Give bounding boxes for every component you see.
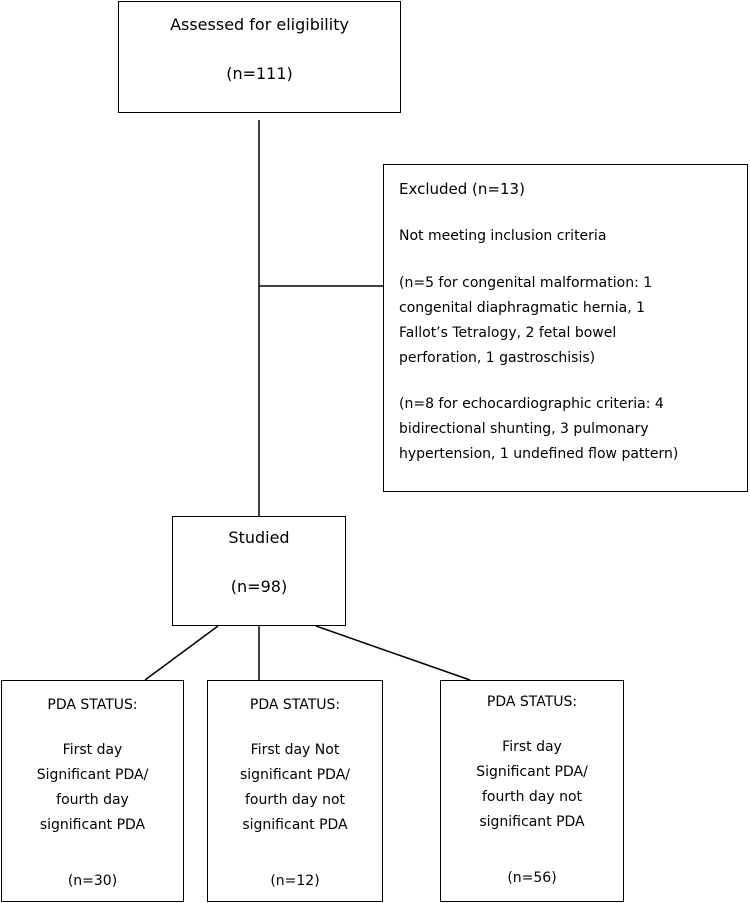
excluded-malformation-line: Fallot’s Tetralogy, 2 fetal bowel	[399, 325, 617, 341]
assessed-title: Assessed for eligibility	[170, 15, 349, 34]
group-line: significant PDA/	[239, 767, 350, 783]
group-line: Significant PDA/	[36, 767, 149, 783]
excluded-title: Excluded (n=13)	[399, 180, 525, 198]
group-line: First day	[62, 742, 123, 758]
group-line: significant PDA	[242, 817, 348, 833]
connector-studied-to-group-1	[144, 625, 219, 681]
excluded-malformation-line: (n=5 for congenital malformation: 1	[399, 275, 653, 291]
excluded-echo-line: hypertension, 1 undefined flow pattern)	[399, 446, 679, 462]
excluded-box: Excluded (n=13) Not meeting inclusion cr…	[383, 164, 748, 492]
group-box-not-significant-not-significant: PDA STATUS: First day Not significant PD…	[207, 680, 383, 902]
excluded-malformation-line: congenital diaphragmatic hernia, 1	[399, 300, 646, 316]
group-heading: PDA STATUS:	[47, 697, 138, 713]
excluded-malformation-line: perforation, 1 gastroschisis)	[399, 350, 596, 366]
group-count: (n=56)	[507, 870, 557, 886]
excluded-echo-line: bidirectional shunting, 3 pulmonary	[399, 421, 649, 437]
group-line: significant PDA	[39, 817, 146, 833]
studied-box: Studied (n=98)	[172, 516, 346, 626]
group-line: Significant PDA/	[476, 764, 588, 780]
group-line: fourth day not	[481, 789, 583, 805]
group-heading: PDA STATUS:	[249, 697, 341, 713]
assessed-count: (n=111)	[226, 64, 293, 83]
group-line: First day	[502, 739, 562, 755]
group-box-significant-not-significant: PDA STATUS: First day Significant PDA/ f…	[440, 680, 624, 902]
studied-title: Studied	[228, 528, 290, 547]
assessed-box: Assessed for eligibility (n=111)	[118, 1, 401, 113]
connector-studied-to-group-3	[315, 625, 471, 681]
group-line: fourth day not	[244, 792, 346, 808]
excluded-subtitle: Not meeting inclusion criteria	[399, 228, 607, 244]
group-line: significant PDA	[479, 814, 585, 830]
group-count: (n=12)	[270, 873, 320, 889]
studied-count: (n=98)	[230, 577, 288, 596]
excluded-echo-line: (n=8 for echocardiographic criteria: 4	[399, 396, 664, 412]
group-line: First day Not	[250, 742, 340, 758]
group-line: fourth day	[56, 792, 129, 808]
group-heading: PDA STATUS:	[486, 694, 578, 710]
group-count: (n=30)	[67, 873, 118, 889]
group-box-significant-significant: PDA STATUS: First day Significant PDA/ f…	[1, 680, 184, 902]
